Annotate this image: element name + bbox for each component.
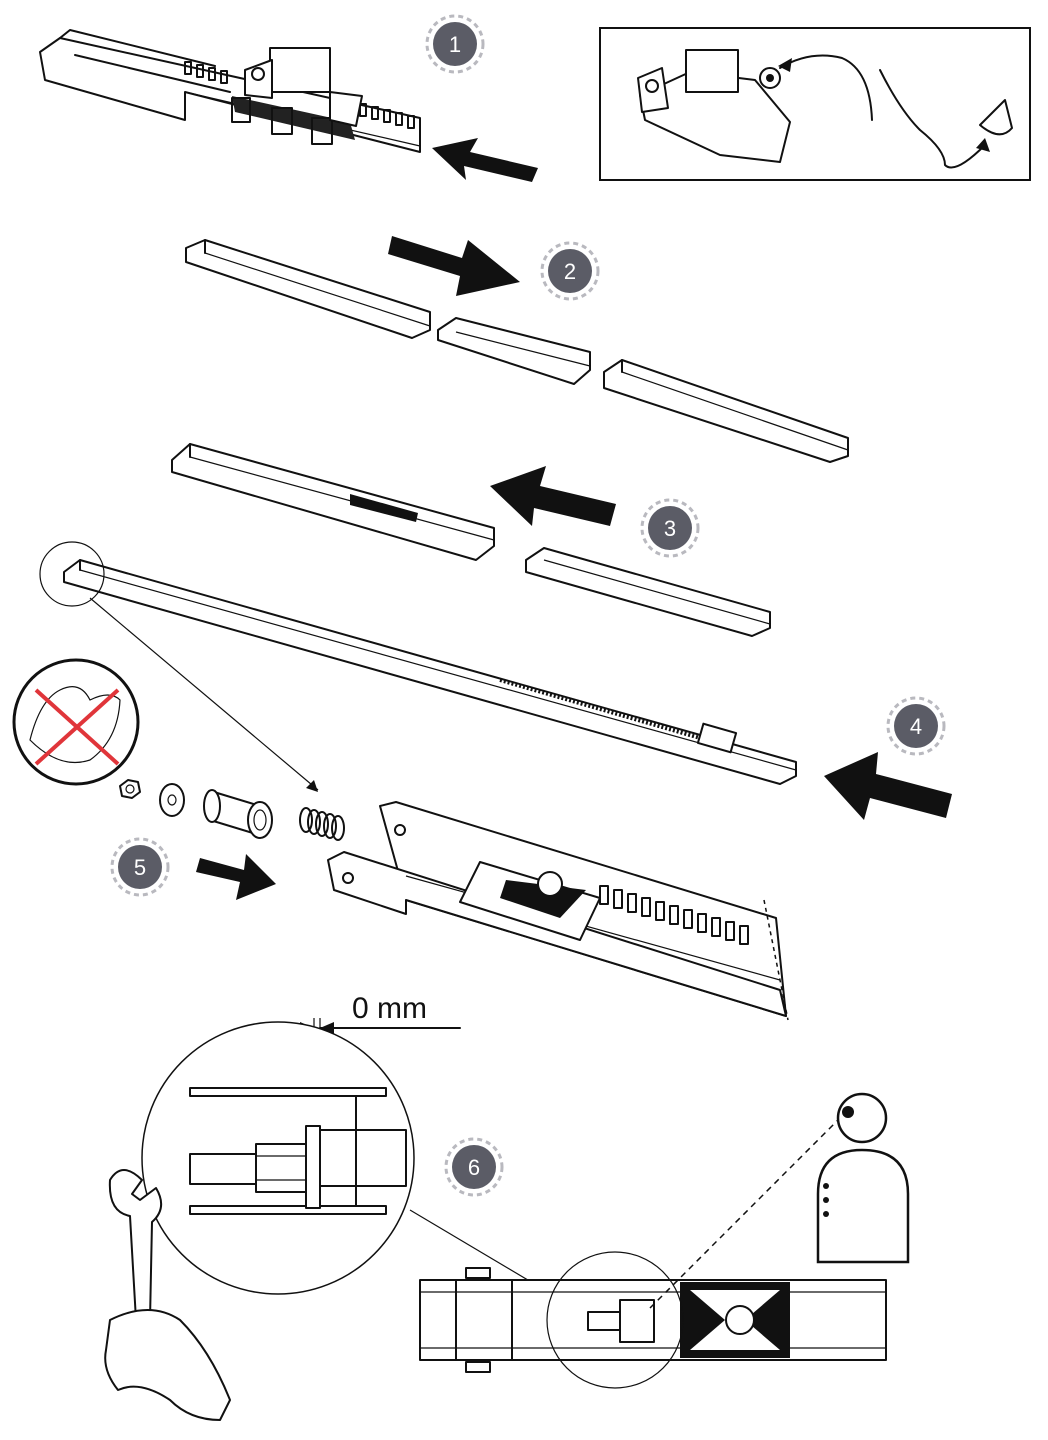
- arrow-left-icon: [432, 138, 538, 182]
- knob-icon: [979, 99, 1013, 136]
- step-3-rail-join: 3: [171, 443, 771, 637]
- inspector-figure-icon: [816, 1092, 910, 1264]
- step-5-badge: 5: [110, 837, 170, 897]
- step-1-trolley-assembly: 1: [39, 14, 538, 182]
- svg-text:2: 2: [564, 259, 576, 284]
- detail-callout-circle: [546, 1251, 684, 1389]
- step-2-badge: 2: [540, 241, 600, 301]
- nut-icon: [119, 779, 141, 799]
- step-4-full-rail: 4: [39, 541, 952, 820]
- svg-text:6: 6: [468, 1155, 480, 1180]
- magnified-detail: [141, 1021, 415, 1295]
- rail-end-detail: [327, 801, 789, 1021]
- step-6-adjustment: 0 mm: [104, 992, 910, 1421]
- trolley-detail-inset: [599, 27, 1031, 181]
- step-4-badge: 4: [886, 696, 946, 756]
- arrow-right-icon: [388, 236, 520, 296]
- step-5-tensioner: 5: [12, 658, 789, 1021]
- arrow-left-icon: [824, 752, 952, 820]
- svg-text:1: 1: [449, 32, 461, 57]
- svg-text:4: 4: [910, 714, 922, 739]
- svg-text:3: 3: [664, 516, 676, 541]
- rail-top-view: [419, 1251, 887, 1389]
- detail-callout-circle: [39, 541, 105, 607]
- wrench-hand-icon: [104, 1169, 231, 1421]
- arrow-right-icon: [196, 854, 276, 900]
- svg-text:5: 5: [134, 855, 146, 880]
- step-1-badge: 1: [425, 14, 485, 74]
- step-2-rail-sections: 2: [185, 236, 849, 463]
- belt-teeth: [599, 885, 749, 945]
- trolley: [231, 47, 363, 145]
- belt-teeth: [184, 61, 415, 129]
- gap-label: 0 mm: [352, 992, 427, 1025]
- prohibited-force-icon: [12, 658, 140, 786]
- spring-icon: [299, 807, 345, 841]
- washer-icon: [159, 783, 185, 817]
- spacer-icon: [203, 789, 273, 839]
- step-6-badge: 6: [444, 1137, 504, 1197]
- step-3-badge: 3: [640, 498, 700, 558]
- arrow-left-icon: [490, 466, 616, 526]
